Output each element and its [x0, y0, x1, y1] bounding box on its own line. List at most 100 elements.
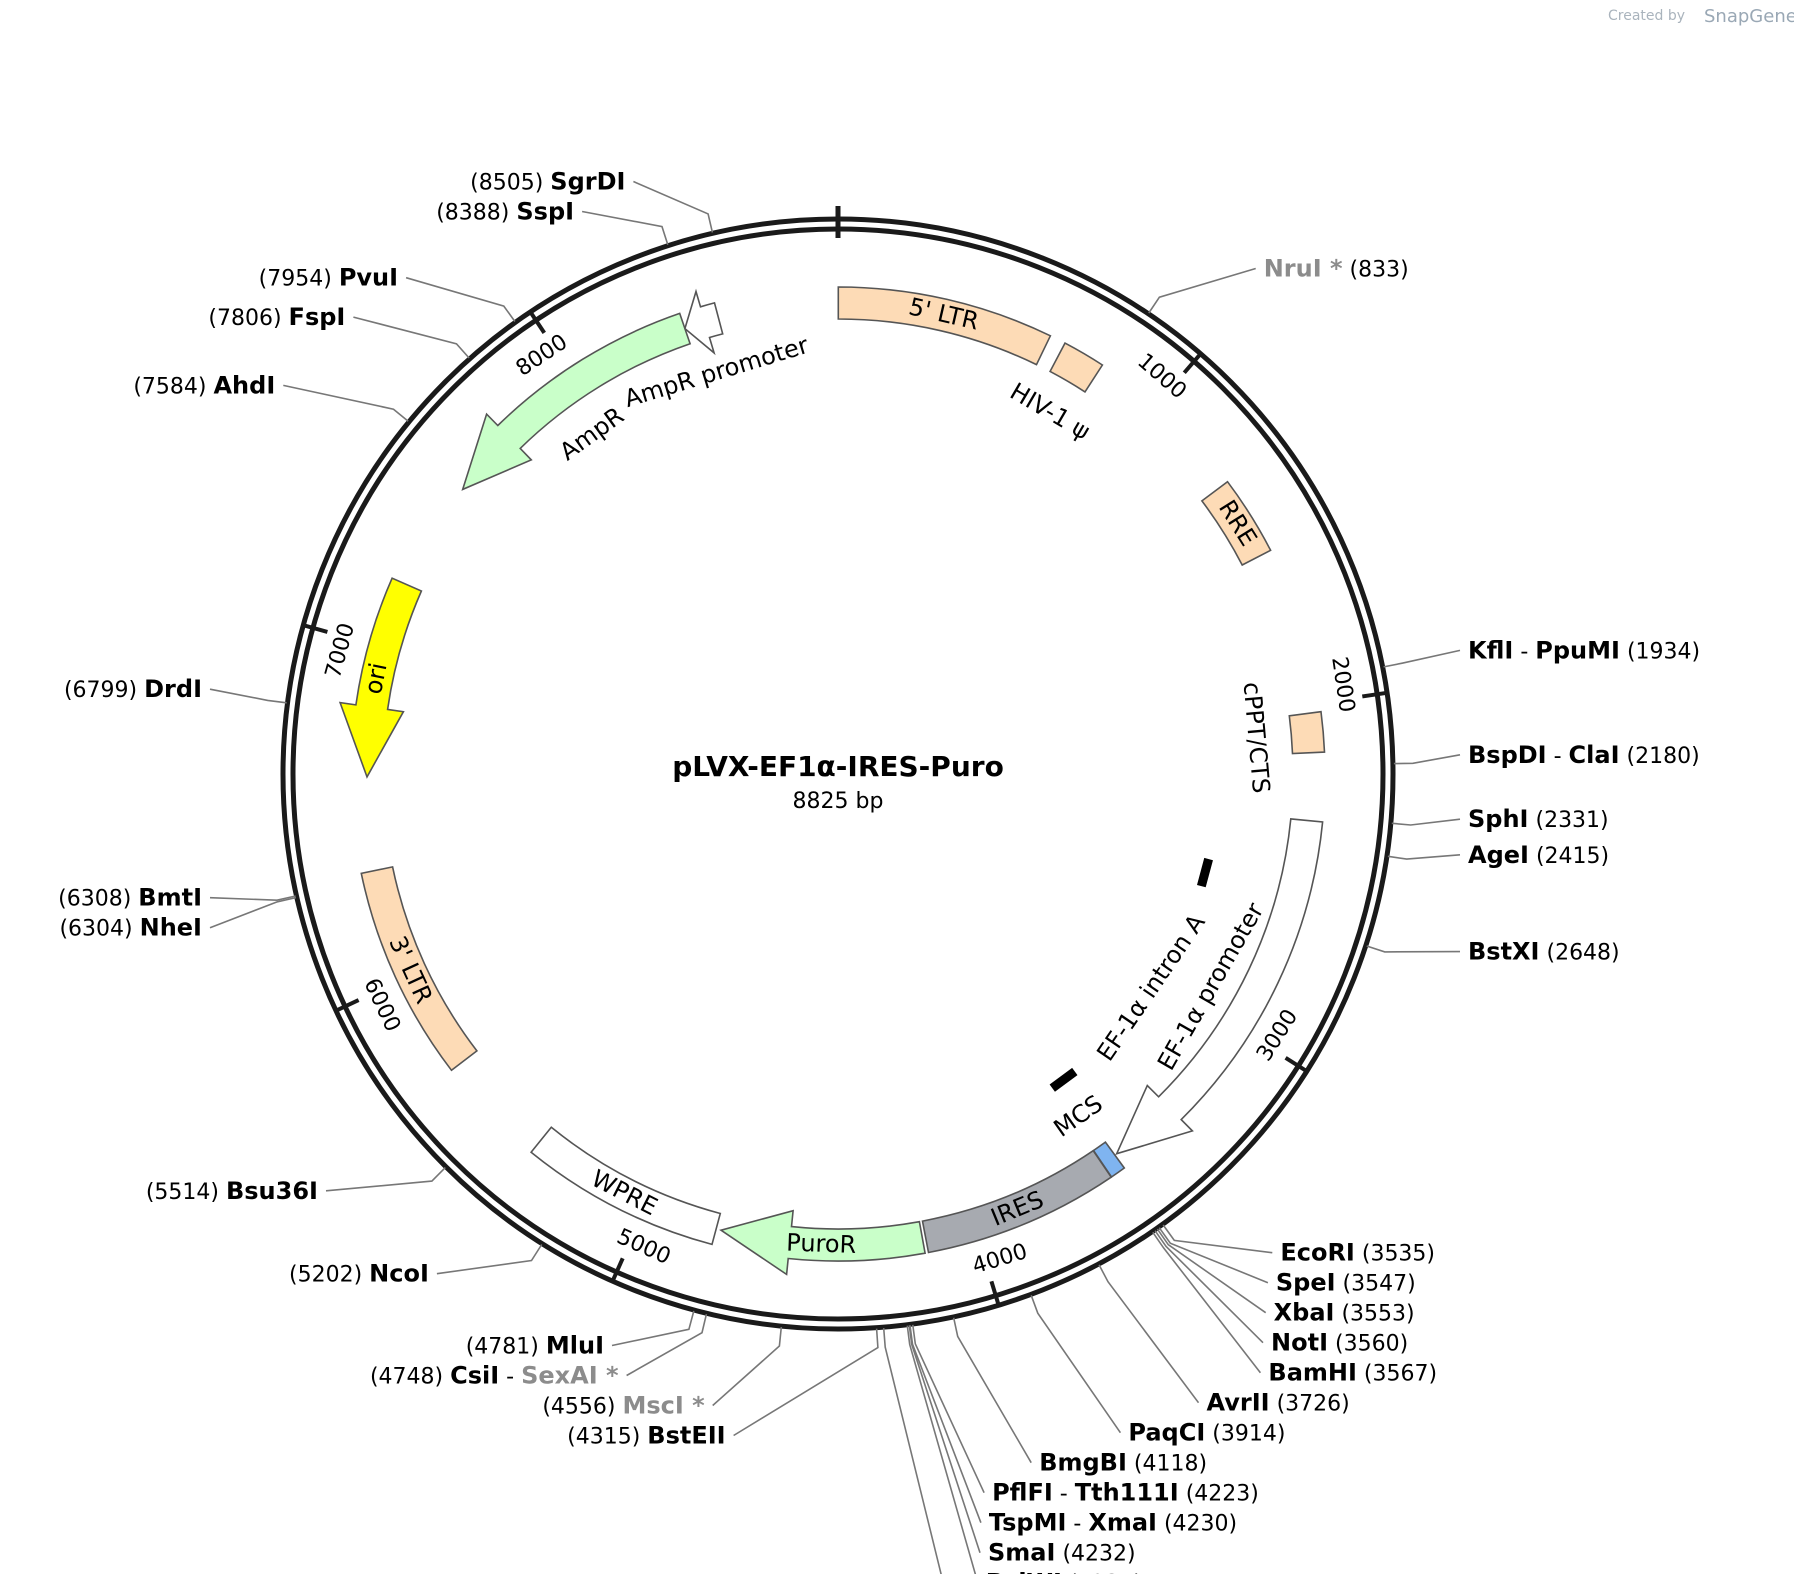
enzyme-leader-line: [209, 895, 296, 902]
enzyme-text: (8388): [436, 201, 509, 226]
enzyme-text: Bsu36I: [226, 1177, 318, 1205]
enzyme-text: (3535): [1362, 1242, 1435, 1267]
enzyme-sspi: (8388) SspI: [436, 198, 574, 226]
enzyme-separator: [1205, 1422, 1212, 1447]
enzyme-separator: [1127, 1452, 1134, 1477]
enzyme-text: MscI *: [622, 1391, 705, 1419]
enzyme-text: PpuMI: [1535, 636, 1620, 664]
enzyme-separator: [133, 917, 140, 942]
enzyme-separator: [443, 1364, 450, 1389]
enzyme-separator: [1355, 1242, 1362, 1267]
enzyme-text: SexAI *: [521, 1361, 619, 1389]
feature-ori: [338, 577, 423, 779]
enzyme-text: (4315): [567, 1424, 640, 1449]
enzyme-text: (6799): [64, 678, 137, 703]
enzyme-fspi: (7806) FspI: [208, 303, 345, 331]
tick-mark: [1182, 352, 1203, 375]
enzyme-text: (3553): [1341, 1302, 1414, 1327]
enzyme-text: BstEII: [647, 1421, 725, 1449]
enzyme-text: BsiWI: [986, 1569, 1062, 1574]
enzyme-text: MluI: [546, 1331, 604, 1359]
enzyme-separator: [206, 374, 213, 399]
enzyme-leader-line: [1366, 945, 1461, 953]
enzyme-ahdi: (7584) AhdI: [133, 371, 275, 399]
enzyme-text: SgrDI: [550, 168, 625, 196]
enzyme-leader-line: [436, 1244, 543, 1275]
enzyme-text: (7806): [208, 306, 281, 331]
enzyme-dash: -: [1513, 639, 1535, 664]
enzyme-separator: [1529, 844, 1536, 869]
enzyme-text: EcoRI: [1280, 1239, 1355, 1267]
intron-end-bar: [1196, 857, 1213, 888]
enzyme-bsu36i: (5514) Bsu36I: [146, 1177, 318, 1205]
enzyme-text: NotI: [1271, 1329, 1328, 1357]
tick-label: 4000: [970, 1239, 1031, 1279]
enzyme-nrui: NruI * (833): [1264, 254, 1409, 282]
enzyme-leader-line: [209, 896, 297, 929]
enzyme-sgrdi: (8505) SgrDI: [470, 168, 625, 196]
enzyme-text: SspI: [516, 198, 574, 226]
enzyme-text: (3567): [1364, 1362, 1437, 1387]
tick-mark: [302, 623, 328, 634]
feature-rre: [1200, 480, 1272, 567]
enzyme-text: SmaI: [988, 1539, 1055, 1567]
enzyme-text: (2331): [1535, 808, 1608, 833]
enzyme-text: NruI *: [1264, 254, 1343, 282]
enzyme-text: (4223): [1186, 1482, 1259, 1507]
plasmid-size: 8825 bp: [793, 789, 884, 814]
enzyme-separator: [1528, 808, 1535, 833]
enzyme-leader-line: [283, 384, 409, 422]
enzyme-text: (6304): [59, 917, 132, 942]
enzyme-text: (4556): [542, 1394, 615, 1419]
enzyme-separator: [1328, 1332, 1335, 1357]
enzyme-separator: [615, 1394, 622, 1419]
enzyme-msci: (4556) MscI *: [542, 1391, 705, 1419]
enzyme-text: AhdI: [213, 371, 275, 399]
enzyme-text: BspDI: [1468, 741, 1547, 769]
enzyme-separator: [131, 887, 138, 912]
enzyme-dash: -: [1547, 744, 1569, 769]
map-title: pLVX-EF1α-IRES-Puro 8825 bp: [672, 750, 1004, 814]
enzyme-leader-line: [733, 1328, 879, 1437]
enzyme-bsteii: (4315) BstEII: [567, 1421, 725, 1449]
enzyme-csii: (4748) CsiI - SexAI *: [370, 1361, 619, 1389]
enzyme-separator: [509, 201, 516, 226]
enzyme-text: NcoI: [369, 1260, 429, 1288]
enzyme-text: PflFI: [992, 1479, 1053, 1507]
enzyme-paqci: PaqCI (3914): [1128, 1419, 1285, 1447]
feature-hiv: [1049, 342, 1104, 394]
enzyme-text: (4748): [370, 1364, 443, 1389]
enzyme-separator: [1357, 1362, 1364, 1387]
enzyme-separator: [543, 171, 550, 196]
enzyme-leader-line: [1158, 1227, 1269, 1284]
enzyme-ncoi: (5202) NcoI: [289, 1260, 429, 1288]
enzyme-leader-line: [1030, 1295, 1122, 1434]
enzyme-agei: AgeI (2415): [1468, 841, 1609, 869]
enzyme-text: (4781): [466, 1334, 539, 1359]
enzyme-pvui: (7954) PvuI: [259, 264, 398, 292]
tick-label: 7000: [321, 620, 360, 681]
enzyme-separator: [1539, 941, 1546, 966]
enzyme-leader-line: [209, 688, 287, 704]
enzyme-separator: [1157, 1512, 1164, 1537]
enzyme-leader-line: [1154, 1230, 1264, 1344]
enzyme-text: AgeI: [1468, 841, 1529, 869]
enzyme-separator: [332, 267, 339, 292]
feature-label-ori: ori: [359, 660, 393, 696]
credit-app-name: SnapGene: [1704, 6, 1794, 27]
feature-ltr5: [837, 286, 1052, 366]
enzyme-text: Tth111I: [1075, 1479, 1179, 1507]
tick-mark: [989, 1280, 1001, 1306]
enzyme-text: BmtI: [138, 884, 202, 912]
feature-ef1a: [1115, 818, 1324, 1155]
enzyme-text: (833): [1350, 257, 1409, 282]
enzyme-leader-line: [1156, 1228, 1267, 1314]
enzyme-leader-line: [325, 1167, 446, 1192]
enzyme-pflfi: PflFI - Tth111I (4223): [992, 1479, 1259, 1507]
enzyme-text: PaqCI: [1128, 1419, 1205, 1447]
enzyme-separator: [1343, 257, 1350, 282]
enzyme-leader-line: [908, 1325, 981, 1553]
enzyme-text: (3547): [1343, 1272, 1416, 1297]
enzyme-bstxi: BstXI (2648): [1468, 938, 1620, 966]
